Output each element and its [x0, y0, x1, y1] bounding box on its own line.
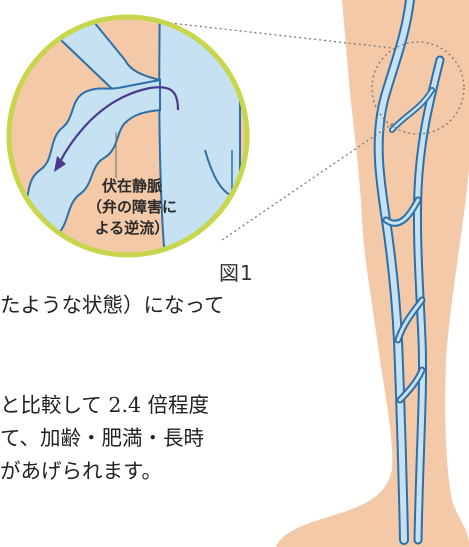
saphenous-vein-label: 伏在静脈 （弁の障害に よる逆流）: [62, 176, 202, 239]
connector-line-top: [169, 22, 393, 49]
label-line-2: （弁の障害に: [86, 198, 177, 216]
leg-veins: [373, 0, 445, 545]
figure-label: 図1: [219, 261, 254, 285]
groin-highlight-circle: [371, 41, 465, 135]
body-text-line-1: たような状態）になって: [0, 293, 225, 317]
inset-ring: [6, 14, 250, 258]
body-text-line-2: と比較して 2.4 倍程度: [0, 393, 210, 417]
label-line-1: 伏在静脈: [101, 177, 162, 195]
label-line-3: よる逆流）: [94, 219, 170, 237]
body-text-line-4: があげられます。: [0, 459, 162, 483]
body-text-line-3: て、加齢・肥満・長時: [0, 426, 204, 450]
magnified-inset: [9, 17, 247, 255]
